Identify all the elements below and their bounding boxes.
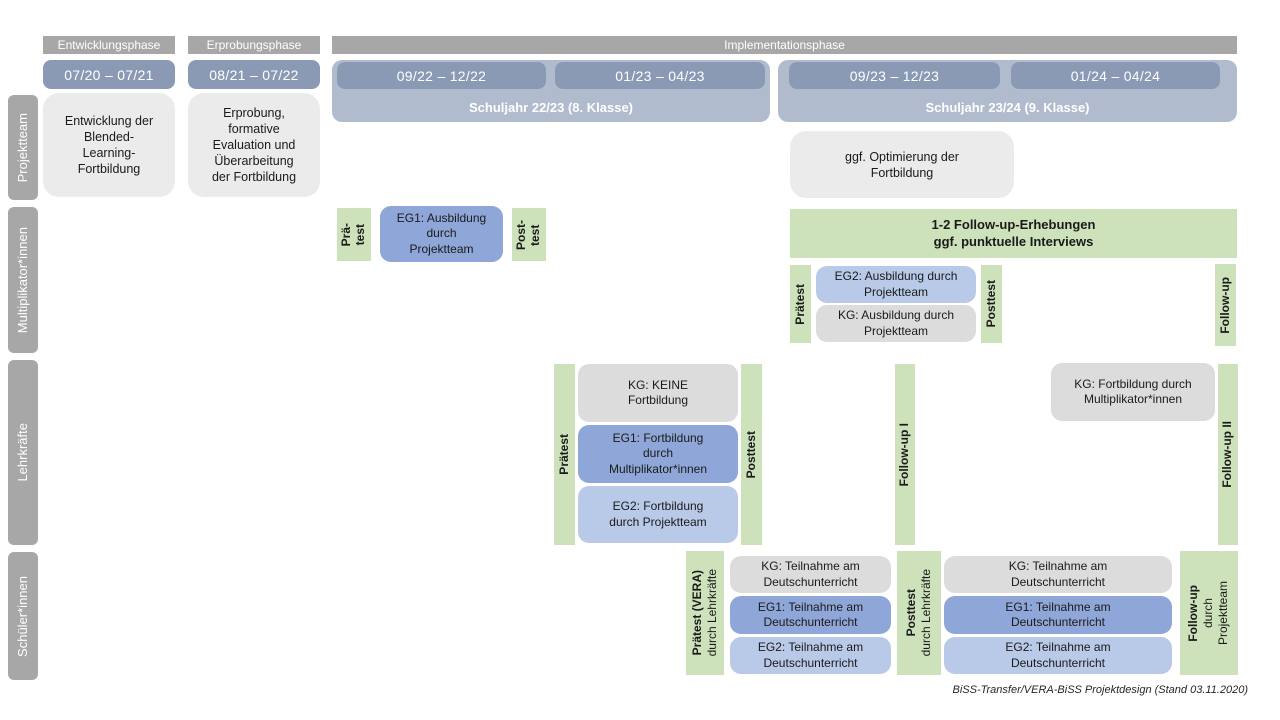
followup-sublabel-durch: durch	[1201, 597, 1216, 629]
box-eg1-teilnahme-1: EG1: Teilnahme am Deutschunterricht	[730, 596, 891, 634]
box-entwicklung-fortbildung: Entwicklung der Blended- Learning- Fortb…	[43, 93, 175, 197]
posttest-label: Post- test	[514, 219, 542, 250]
school-year-label-22-23: Schuljahr 22/23 (8. Klasse)	[468, 100, 634, 115]
box-eg1-fortbildung-multiplikatoren: EG1: Fortbildung durch Multiplikator*inn…	[578, 425, 738, 483]
followup-label-multiplikatoren: Follow-up	[1217, 276, 1232, 334]
date-bar-01-24: 01/24 – 04/24	[1011, 62, 1220, 89]
praetest-bar-multiplikatoren: Prä- test	[337, 208, 371, 261]
school-year-band-23-24: 09/23 – 12/23 01/24 – 04/24 Schuljahr 23…	[778, 60, 1237, 122]
box-optimierung-fortbildung: ggf. Optimierung der Fortbildung	[790, 131, 1014, 198]
sidebar-label-projektteam: Projektteam	[14, 112, 30, 183]
praetest-bar-lehrkraefte: Prätest	[554, 364, 575, 545]
box-kg-keine-fortbildung: KG: KEINE Fortbildung	[578, 364, 738, 422]
date-bar-08-21: 08/21 – 07/22	[188, 60, 320, 89]
box-eg2-teilnahme-1: EG2: Teilnahme am Deutschunterricht	[730, 637, 891, 674]
date-bar-09-23: 09/23 – 12/23	[789, 62, 1000, 89]
praetest-vera-sublabel: durch Lehrkräfte	[704, 569, 719, 657]
slide-caption: BiSS-Transfer/VERA-BiSS Projektdesign (S…	[952, 684, 1248, 696]
praetest-vera-label: Prätest (VERA)	[689, 570, 704, 656]
box-eg2-fortbildung-projektteam: EG2: Fortbildung durch Projektteam	[578, 486, 738, 543]
posttest-bar-schueler: Posttest durch Lehrkräfte	[897, 551, 941, 675]
posttest-label-schueler: Posttest	[903, 589, 918, 637]
box-kg-fortbildung-multiplikatoren: KG: Fortbildung durch Multiplikator*inne…	[1051, 363, 1215, 421]
followup-label-schueler: Follow-up	[1186, 584, 1201, 642]
box-eg1-teilnahme-2: EG1: Teilnahme am Deutschunterricht	[944, 596, 1172, 634]
sidebar-row-lehrkraefte: Lehrkräfte	[8, 360, 38, 545]
sidebar-row-multiplikatoren: Multiplikator*innen	[8, 207, 38, 353]
posttest-bar-lehrkraefte: Posttest	[741, 364, 762, 545]
sidebar-row-schueler: Schüler*innen	[8, 552, 38, 680]
school-year-band-22-23: 09/22 – 12/22 01/23 – 04/23 Schuljahr 22…	[332, 60, 770, 122]
box-followup-erhebungen: 1-2 Follow-up-Erhebungen ggf. punktuelle…	[790, 209, 1237, 258]
sidebar-row-projektteam: Projektteam	[8, 95, 38, 200]
box-eg2-ausbildung: EG2: Ausbildung durch Projektteam	[816, 266, 976, 303]
posttest-label-lehrkraefte: Posttest	[743, 430, 758, 479]
sidebar-label-lehrkraefte: Lehrkräfte	[14, 423, 30, 482]
praetest-label: Prä- test	[339, 222, 367, 247]
sidebar-label-schueler: Schüler*innen	[14, 575, 30, 657]
phase-header-entwicklungsphase: Entwicklungsphase	[43, 36, 175, 54]
followup2-bar-lehrkraefte: Follow-up II	[1218, 364, 1238, 545]
praetest2-bar-multiplikatoren: Prätest	[790, 265, 811, 343]
box-eg2-teilnahme-2: EG2: Teilnahme am Deutschunterricht	[944, 637, 1172, 674]
school-year-label-23-24: Schuljahr 23/24 (9. Klasse)	[925, 100, 1090, 115]
box-kg-teilnahme-1: KG: Teilnahme am Deutschunterricht	[730, 556, 891, 593]
followup-bar-schueler: Follow-up durch Projektteam	[1180, 551, 1238, 675]
phase-header-erprobungsphase: Erprobungsphase	[188, 36, 320, 54]
date-bar-07-20: 07/20 – 07/21	[43, 60, 175, 89]
box-eg1-ausbildung: EG1: Ausbildung durch Projektteam	[380, 206, 503, 262]
posttest2-bar-multiplikatoren: Posttest	[981, 265, 1002, 343]
box-erprobung-evaluation: Erprobung, formative Evaluation und Über…	[188, 93, 320, 197]
followup-sublabel-projektteam: Projektteam	[1215, 580, 1230, 646]
followup2-label: Follow-up II	[1220, 421, 1235, 488]
praetest2-label: Prätest	[792, 283, 807, 325]
followup1-bar-lehrkraefte: Follow-up I	[895, 364, 915, 545]
praetest-vera-bar-schueler: Prätest (VERA) durch Lehrkräfte	[686, 551, 724, 675]
date-bar-01-23: 01/23 – 04/23	[555, 62, 765, 89]
box-kg-ausbildung: KG: Ausbildung durch Projektteam	[816, 305, 976, 342]
praetest-label-lehrkraefte: Prätest	[556, 434, 571, 475]
box-kg-teilnahme-2: KG: Teilnahme am Deutschunterricht	[944, 556, 1172, 593]
posttest-sublabel-schueler: durch Lehrkräfte	[918, 569, 933, 657]
posttest-bar-multiplikatoren: Post- test	[512, 208, 546, 261]
sidebar-label-multiplikatoren: Multiplikator*innen	[14, 226, 30, 334]
date-bar-09-22: 09/22 – 12/22	[337, 62, 546, 89]
posttest2-label: Posttest	[983, 280, 998, 328]
phase-header-implementationsphase: Implementationsphase	[332, 36, 1237, 54]
followup1-label: Follow-up I	[897, 422, 912, 487]
followup-bar-multiplikatoren: Follow-up	[1215, 264, 1236, 346]
